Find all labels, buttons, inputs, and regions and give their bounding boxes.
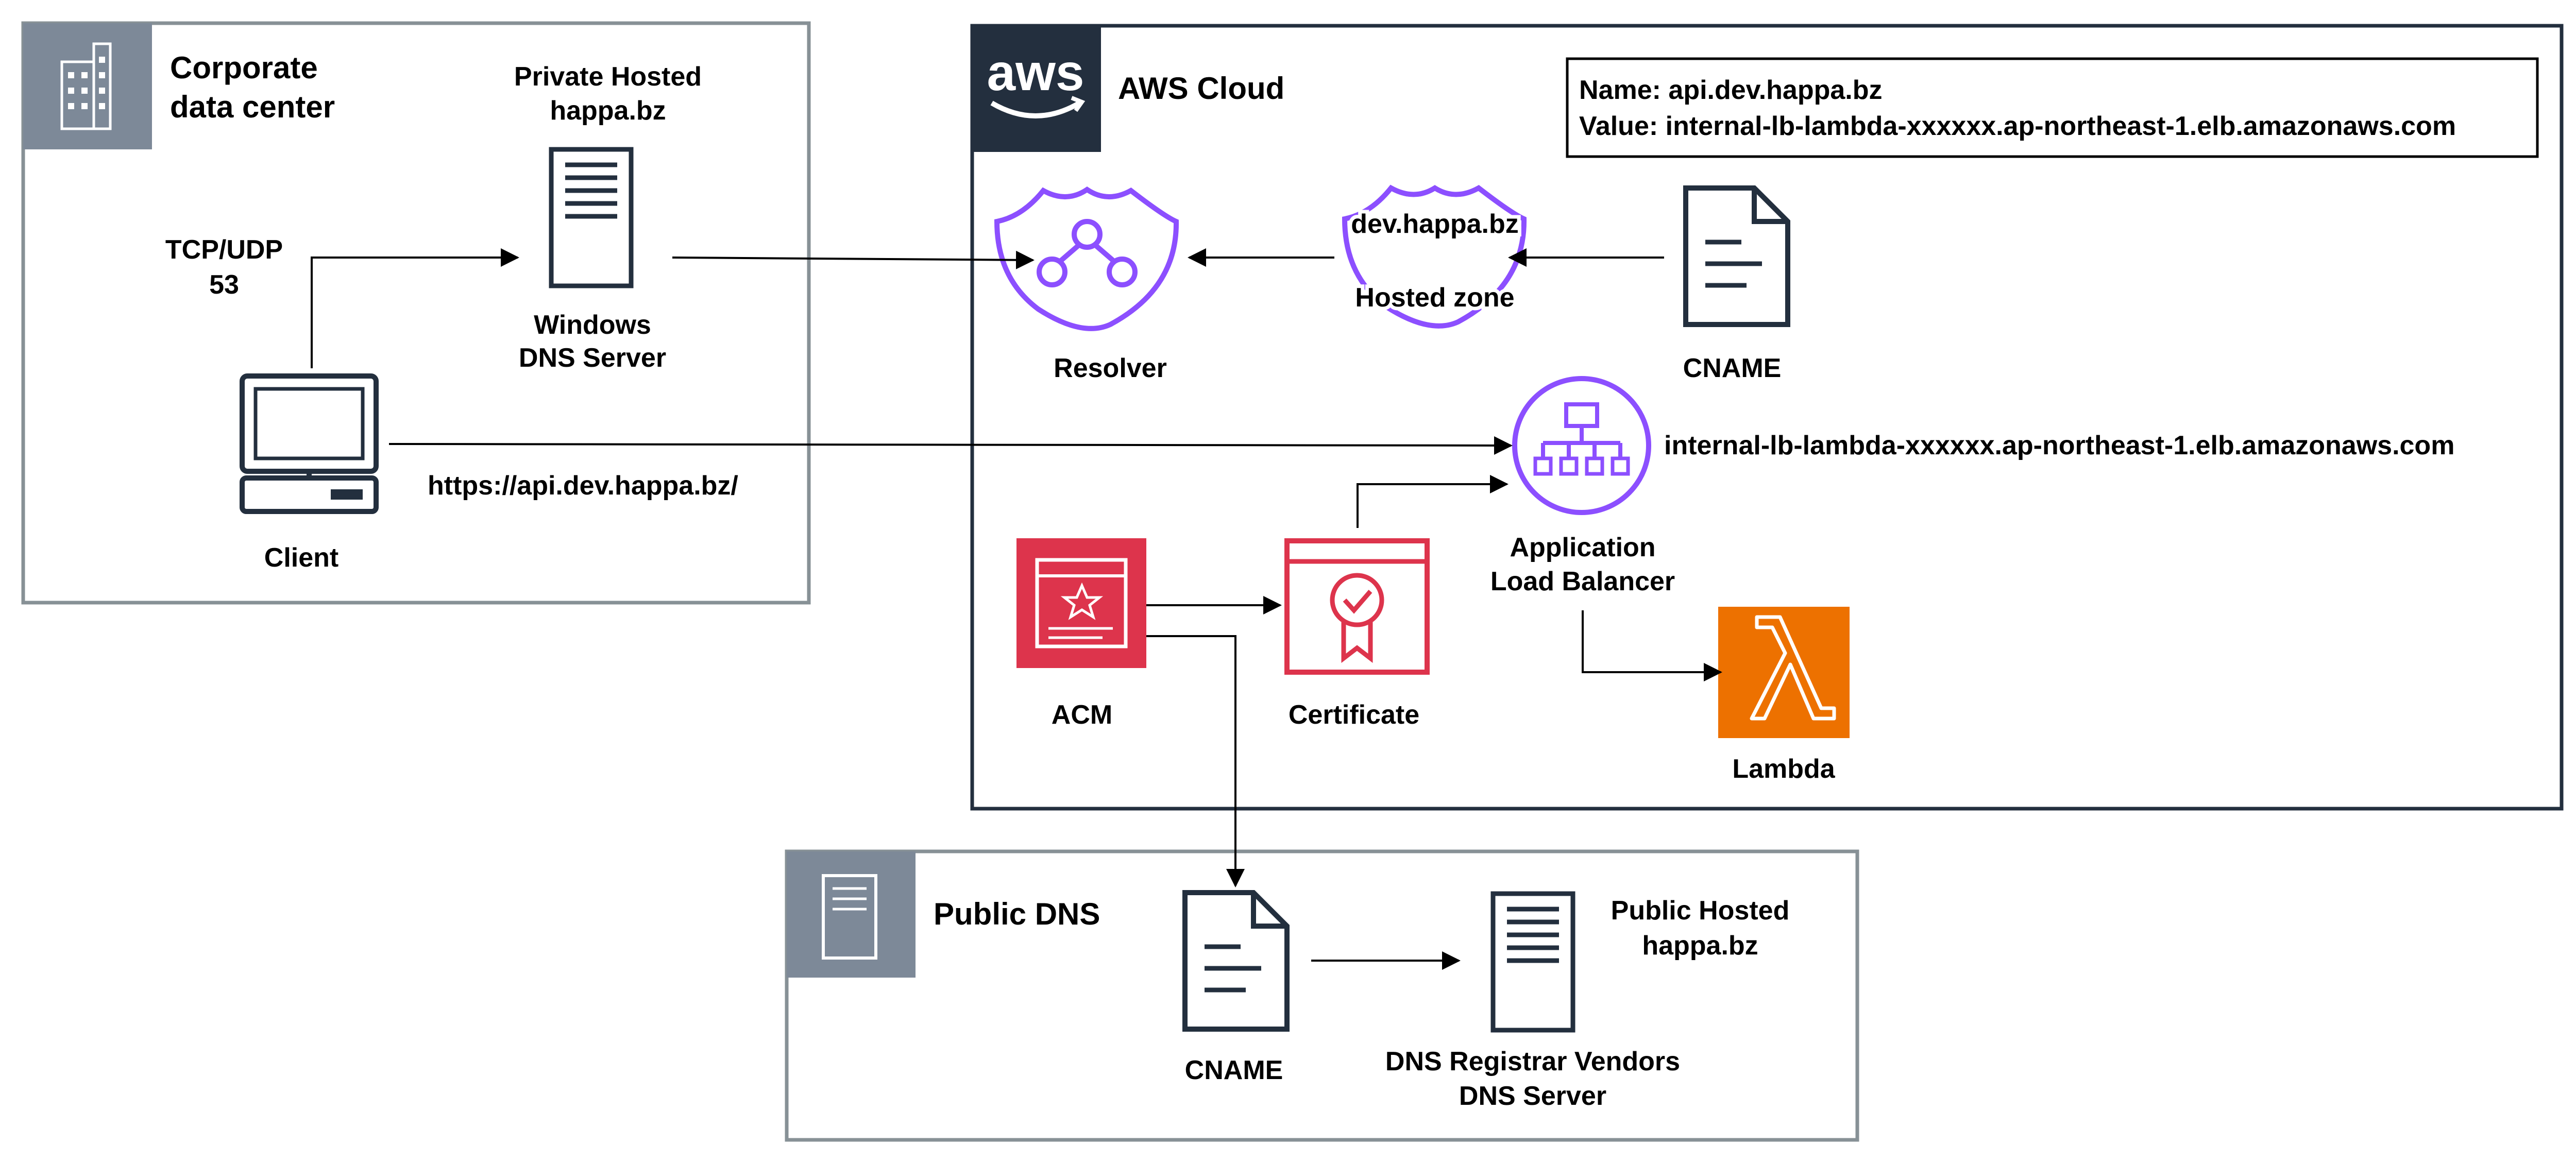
aws-group-border — [970, 24, 2564, 811]
windows-dns-server-icon — [549, 147, 634, 288]
hosted-zone-icon — [1342, 184, 1527, 329]
corporate-data-center-group: Corporate data center Private Hosted hap… — [21, 21, 811, 605]
resolver-icon — [994, 186, 1179, 331]
client-url-label: https://api.dev.happa.bz/ — [428, 471, 738, 501]
cname-document-icon — [1683, 185, 1790, 327]
cname-label: CNAME — [1683, 353, 1782, 383]
private-hosted-line1: Private Hosted — [514, 62, 702, 92]
hosted-zone-label: Hosted zone — [1355, 283, 1514, 313]
alb-label-line2: Load Balancer — [1490, 567, 1675, 596]
alb-dns-name: internal-lb-lambda-xxxxxx.ap-northeast-1… — [1664, 431, 2454, 460]
building-icon — [23, 23, 152, 149]
aws-cloud-group: aws AWS Cloud Name: api.dev.happa.bz Val… — [970, 24, 2564, 811]
certificate-icon — [1284, 538, 1430, 675]
corporate-title-line1: Corporate — [170, 50, 318, 85]
hosted-zone-name: dev.happa.bz — [1351, 209, 1519, 239]
resolver-label: Resolver — [1054, 353, 1167, 383]
dns-record-value: Value: internal-lb-lambda-xxxxxx.ap-nort… — [1579, 111, 2456, 141]
client-computer-icon — [240, 373, 379, 514]
arrow-acm-to-public-cname — [1146, 635, 1245, 887]
alb-label-line1: Application — [1510, 533, 1655, 562]
public-hosted-line2: happa.bz — [1642, 931, 1758, 961]
server-icon — [787, 851, 916, 978]
windows-dns-line2: DNS Server — [519, 343, 666, 373]
public-dns-title: Public DNS — [934, 897, 1100, 931]
public-cname-label: CNAME — [1185, 1055, 1283, 1085]
public-dns-border — [785, 849, 1859, 1142]
acm-label: ACM — [1052, 700, 1112, 730]
client-label: Client — [264, 543, 338, 573]
corporate-group-border — [21, 21, 811, 605]
arrow-certificate-to-alb — [1357, 475, 1509, 528]
tcp-udp-line1: TCP/UDP — [165, 235, 283, 265]
lambda-label: Lambda — [1732, 754, 1835, 784]
arrow-alb-to-lambda — [1582, 610, 1722, 681]
public-cname-document-icon — [1182, 890, 1290, 1032]
public-dns-group: Public DNS CNAME Public Hosted happa.bz … — [785, 849, 1859, 1142]
connectors — [311, 248, 1722, 970]
arrow-client-to-alb — [388, 436, 1513, 455]
dns-record-box: Name: api.dev.happa.bz Value: internal-l… — [1566, 57, 2539, 158]
arrow-client-to-windows-dns — [311, 248, 519, 368]
aws-logo-icon: aws — [972, 26, 1101, 152]
aws-cloud-title: AWS Cloud — [1118, 71, 1284, 106]
application-load-balancer-icon — [1512, 376, 1651, 515]
registrar-dns-server-icon — [1490, 891, 1575, 1033]
arrow-windows-dns-to-resolver — [672, 250, 1035, 269]
certificate-label: Certificate — [1289, 700, 1419, 730]
tcp-udp-line2: 53 — [209, 270, 239, 300]
private-hosted-line2: happa.bz — [550, 96, 666, 126]
acm-icon — [1016, 538, 1146, 668]
dns-record-name: Name: api.dev.happa.bz — [1579, 75, 1883, 105]
corporate-title-line2: data center — [170, 90, 335, 124]
public-hosted-line1: Public Hosted — [1611, 896, 1790, 926]
registrar-line2: DNS Server — [1459, 1081, 1606, 1111]
registrar-line1: DNS Registrar Vendors — [1385, 1047, 1680, 1076]
windows-dns-line1: Windows — [534, 310, 651, 340]
aws-logo-text: aws — [987, 44, 1084, 101]
lambda-icon — [1718, 607, 1850, 738]
